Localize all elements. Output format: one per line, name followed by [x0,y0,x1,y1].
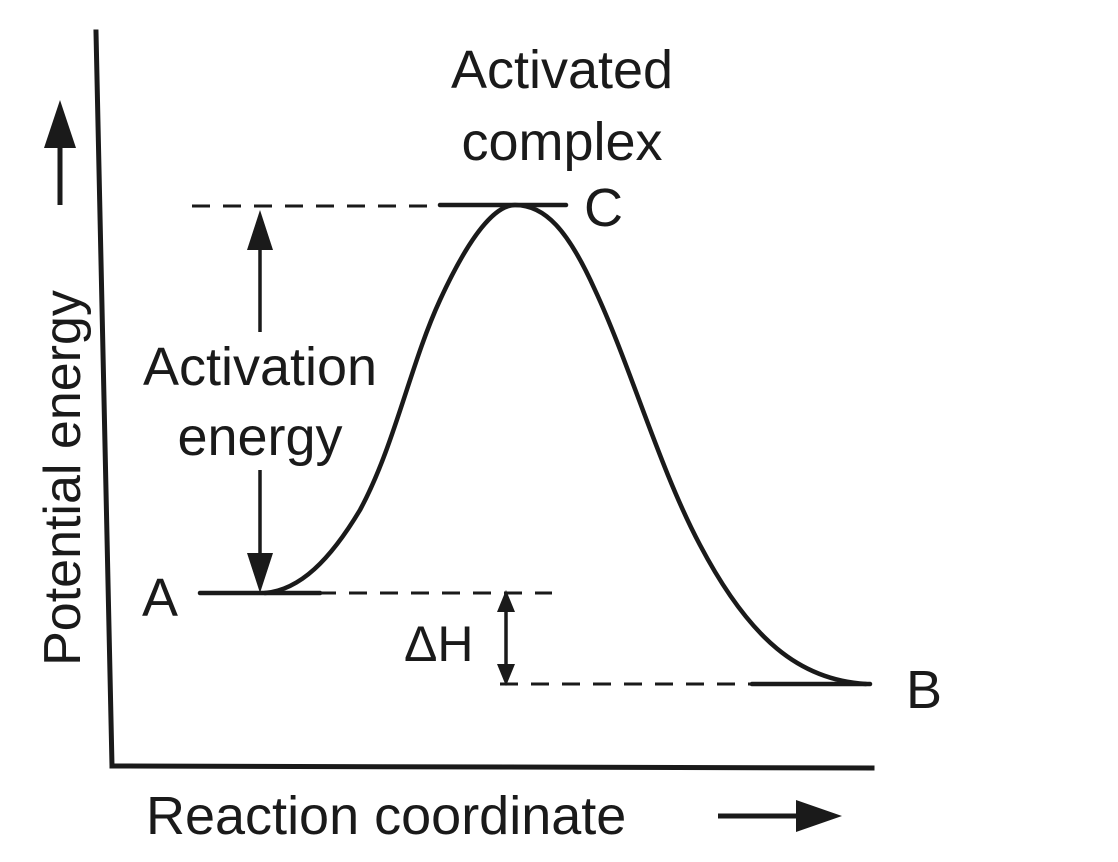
y-axis-label: Potential energy [34,290,92,666]
point-b-label: B [906,660,942,720]
y-axis [93,29,115,769]
activation-energy-arrow [247,210,273,593]
activated-complex-label-line1: Activated [451,40,673,100]
x-axis-arrow [718,800,842,832]
y-axis-arrow [44,100,76,205]
energy-curve [262,202,869,687]
point-c-label: C [584,178,623,238]
x-axis-label: Reaction coordinate [146,786,626,846]
point-a-label: A [142,568,178,628]
x-axis [109,763,875,771]
delta-h-label: ΔH [404,616,474,672]
delta-h-arrow [497,590,515,686]
activated-complex-label-line2: complex [461,112,662,172]
activation-energy-label-line1: Activation [143,337,377,397]
activation-energy-label-line2: energy [177,407,342,467]
